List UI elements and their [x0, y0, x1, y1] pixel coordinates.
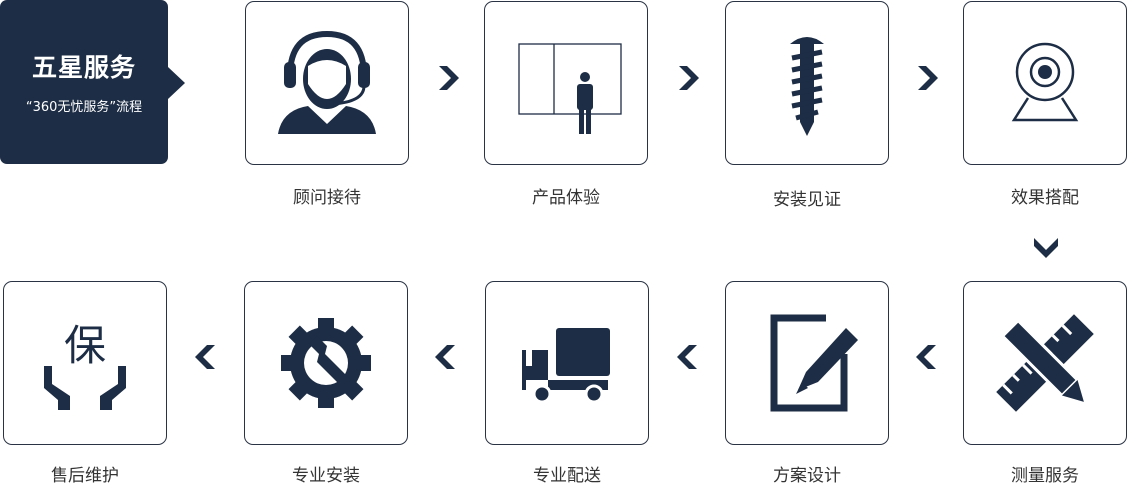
- chevron-down-icon: [1034, 238, 1058, 258]
- step-label: 方案设计: [773, 466, 841, 486]
- title: 五星服务: [31, 53, 136, 82]
- step-consult[interactable]: [245, 1, 409, 165]
- truck-icon: [522, 328, 610, 404]
- svg-text:保: 保: [64, 321, 106, 370]
- service-title-card: 五星服务 “360无忧服务”流程: [0, 0, 185, 164]
- chevron-right-icon: [439, 66, 459, 90]
- step-install-witness[interactable]: [725, 1, 889, 165]
- screw-icon: [790, 37, 824, 136]
- edit-icon: [770, 314, 858, 412]
- step-measure[interactable]: [963, 281, 1127, 445]
- webcam-icon: [1011, 42, 1079, 122]
- chevron-left-icon: [435, 345, 455, 369]
- chevron-left-icon: [916, 345, 936, 369]
- headset-agent-icon: [278, 30, 376, 134]
- chevron-right-icon: [918, 66, 938, 90]
- step-label: 售后维护: [51, 466, 119, 486]
- step-delivery[interactable]: [485, 281, 649, 445]
- step-installation[interactable]: [244, 281, 408, 445]
- step-label: 测量服务: [1011, 466, 1079, 486]
- hands-protect-icon: 保: [44, 321, 126, 410]
- step-label: 安装见证: [773, 190, 841, 210]
- step-label: 专业配送: [533, 466, 601, 486]
- step-effect-matching[interactable]: [963, 1, 1127, 165]
- step-label: 专业安装: [292, 466, 360, 486]
- step-label: 顾问接待: [293, 188, 361, 208]
- step-after-sales[interactable]: 保: [3, 281, 167, 445]
- chevron-left-icon: [195, 345, 215, 369]
- gear-wrench-icon: [267, 304, 385, 422]
- step-label: 产品体验: [532, 188, 600, 208]
- step-label: 效果搭配: [1011, 188, 1079, 208]
- chevron-left-icon: [677, 345, 697, 369]
- ruler-pencil-icon: [996, 314, 1094, 412]
- person-door-icon: [518, 43, 622, 134]
- subtitle: “360无忧服务”流程: [25, 100, 143, 115]
- step-design[interactable]: [725, 281, 889, 445]
- chevron-right-icon: [679, 66, 699, 90]
- step-experience[interactable]: [484, 1, 648, 165]
